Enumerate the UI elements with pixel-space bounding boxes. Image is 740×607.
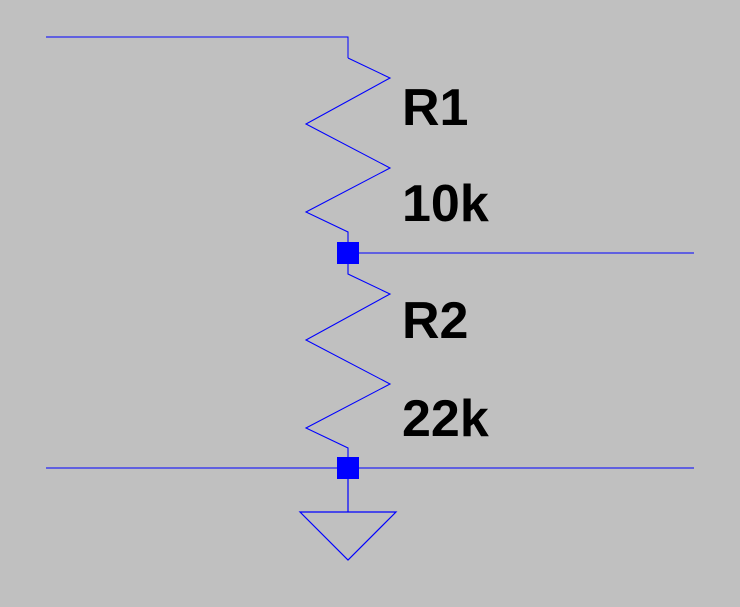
r1-value-label: 10k (402, 175, 489, 233)
r1-designator-label: R1 (402, 79, 468, 137)
resistor-r1[interactable] (304, 57, 392, 253)
resistor-r2[interactable] (304, 253, 392, 468)
ground-icon[interactable] (298, 468, 398, 561)
r2-value-label: 22k (402, 390, 489, 448)
input-wire[interactable] (46, 36, 349, 58)
r2-designator-label: R2 (402, 292, 468, 350)
